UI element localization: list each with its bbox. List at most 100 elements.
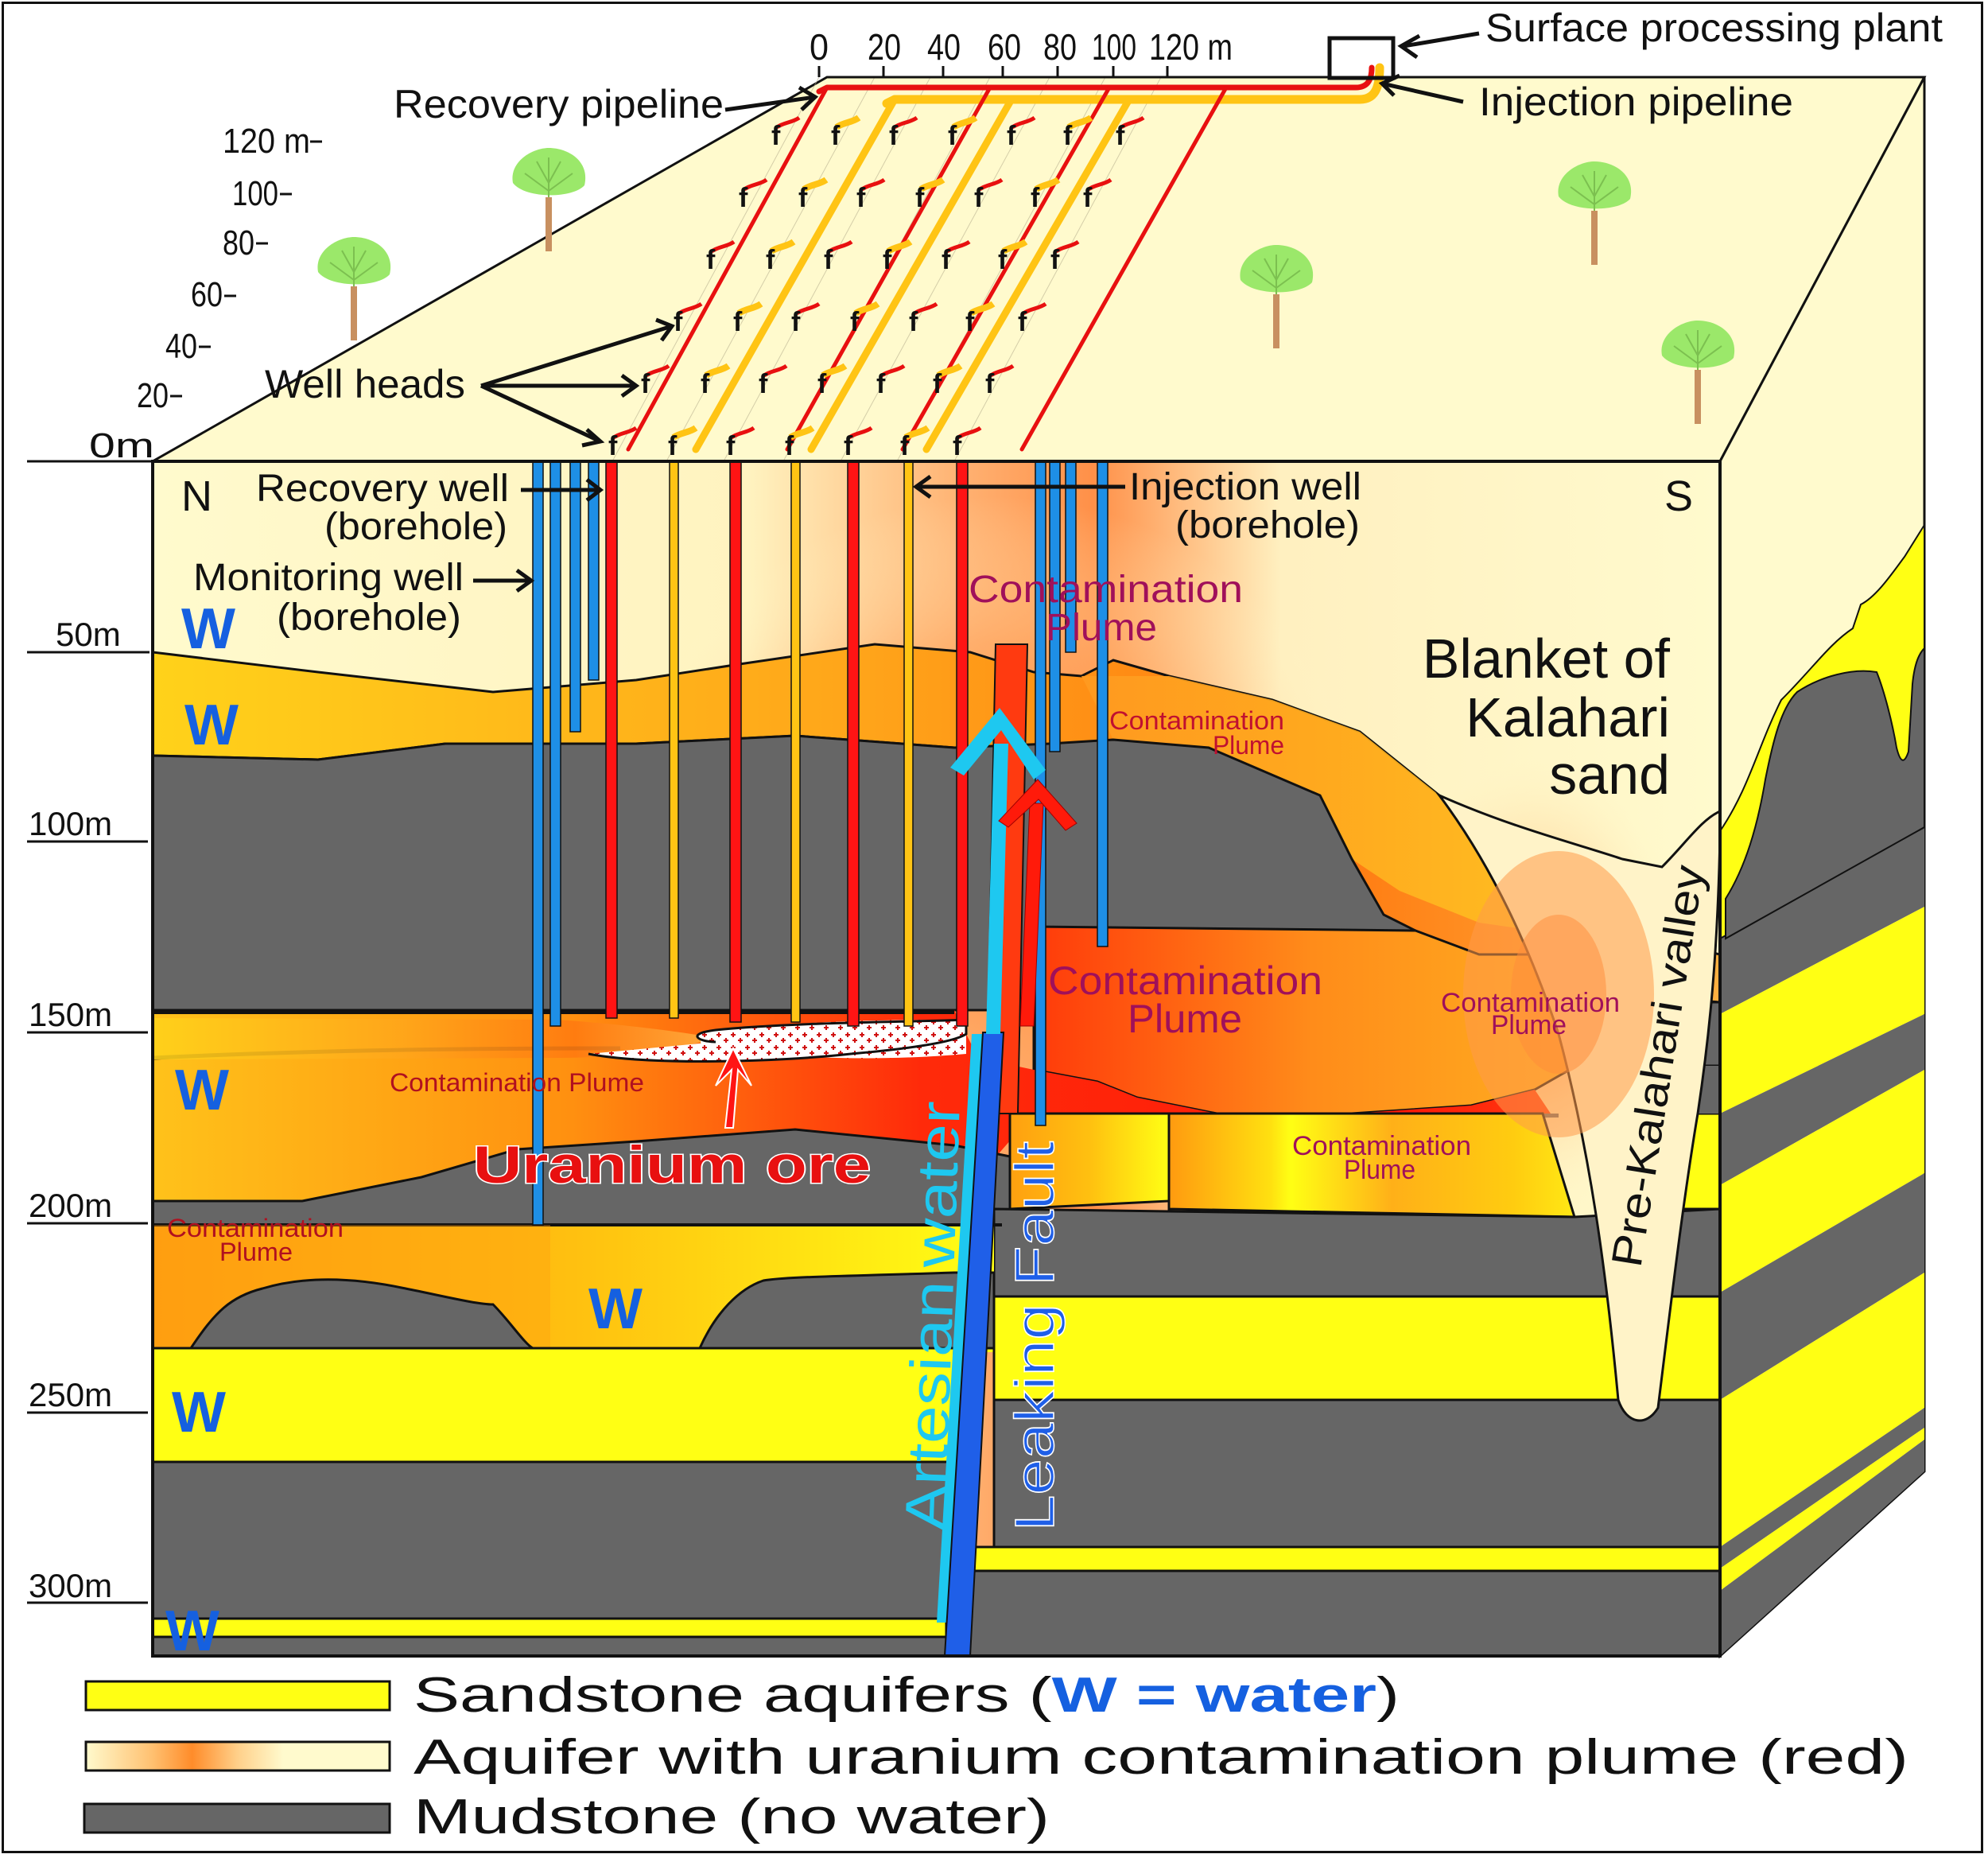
- svg-text:f: f: [933, 369, 942, 399]
- svg-text:f: f: [771, 121, 781, 151]
- side-scale-tick-100: 100: [232, 174, 278, 213]
- injection-pipeline-label: Injection pipeline: [1479, 80, 1793, 124]
- legend-swatch-plume: [84, 1740, 391, 1772]
- ore-leach-arrow: [715, 1046, 752, 1129]
- svg-text:f: f: [668, 431, 678, 461]
- recovery-well-label: Recovery well: [256, 468, 509, 510]
- svg-text:f: f: [733, 307, 743, 337]
- well-head-icon: f: [766, 239, 796, 275]
- artesian-water-label: Artesianwater: [894, 1100, 973, 1531]
- plume-label-valley: Contamination: [1441, 988, 1620, 1018]
- svg-text:f: f: [974, 183, 984, 213]
- legend-swatch-sandstone: [84, 1680, 391, 1712]
- well-head-icon: f: [791, 301, 821, 337]
- svg-text:f: f: [791, 307, 801, 337]
- well-head-icon: f: [953, 426, 982, 461]
- legend-swatch-mudstone: [83, 1802, 391, 1834]
- well-head-icon: f: [1031, 177, 1061, 213]
- tree-icon: [1558, 161, 1632, 265]
- uranium-ore-label: Uranium ore: [473, 1135, 871, 1194]
- top-scale-tick-80: 80: [1043, 26, 1077, 68]
- well-head-icon: f: [1007, 115, 1036, 151]
- side-scale-tick-60: 60: [191, 275, 223, 314]
- well-head-icon: f: [856, 177, 886, 213]
- well-head-icon: f: [641, 363, 670, 399]
- recovery-pipeline-label: Recovery pipeline: [394, 82, 724, 126]
- plume-label-lower-right-2: Plume: [1344, 1155, 1415, 1185]
- north-label: N: [181, 472, 212, 520]
- plume-label-valley-2: Plume: [1491, 1010, 1567, 1040]
- svg-text:f: f: [701, 369, 710, 399]
- water-symbol: W: [588, 1277, 643, 1341]
- depth-tick-150m: 150m: [29, 996, 112, 1033]
- well-head-icon: f: [948, 115, 978, 151]
- svg-text:f: f: [1018, 307, 1027, 337]
- top-scale-tick-100: 100: [1092, 26, 1136, 68]
- svg-text:f: f: [965, 307, 975, 337]
- legend-plume-text: Aquifer with uranium contamination plume…: [414, 1730, 1908, 1785]
- legend-sandstone-label: Sandstone aquifers (: [414, 1668, 1052, 1723]
- tree-icon: [1240, 245, 1314, 348]
- svg-text:f: f: [1050, 245, 1060, 275]
- top-scale-tick-60: 60: [988, 26, 1021, 68]
- depth-tick-100m: 100m: [29, 805, 112, 842]
- side-scale-tick-120: 120 m: [223, 122, 310, 161]
- plume-label-small: Contamination: [1109, 706, 1284, 735]
- right-side-face: [1718, 76, 1926, 1659]
- svg-text:f: f: [831, 121, 841, 151]
- plume-label-ore-layer: Contamination Plume: [390, 1068, 644, 1097]
- annotation-arrows: [473, 31, 1480, 593]
- well-head-icon: f: [608, 426, 638, 461]
- well-head-icon: f: [1050, 239, 1080, 275]
- svg-text:f: f: [674, 307, 683, 337]
- well-head-icon: f: [998, 239, 1028, 275]
- well-head-icon: f: [915, 177, 945, 213]
- svg-text:f: f: [909, 307, 918, 337]
- well-head-icon: f: [759, 363, 788, 399]
- svg-text:f: f: [1031, 183, 1040, 213]
- svg-text:f: f: [900, 431, 910, 461]
- svg-text:f: f: [856, 183, 866, 213]
- svg-text:f: f: [706, 245, 716, 275]
- depth-scale-lines: [27, 460, 153, 1604]
- tree-icon: [317, 237, 391, 340]
- svg-text:f: f: [1063, 121, 1073, 151]
- water-symbol: W: [175, 1059, 229, 1122]
- water-word: water: [903, 1100, 973, 1269]
- well-head-icon: f: [883, 239, 913, 275]
- south-label: S: [1664, 472, 1693, 520]
- well-head-icon: f: [1063, 115, 1093, 151]
- well-heads-label: Well heads: [265, 362, 465, 406]
- depth-tick-200m: 200m: [29, 1187, 112, 1224]
- well-head-icon: f: [942, 239, 971, 275]
- legend-water-highlight: W = water: [1052, 1668, 1376, 1723]
- artesian-water-conduit: [937, 1034, 983, 1623]
- blanket-label-line2: Kalahari: [1466, 686, 1670, 748]
- top-scale-tick-20: 20: [868, 26, 901, 68]
- plume-label-small-2: Plume: [1213, 731, 1284, 760]
- svg-text:f: f: [759, 369, 768, 399]
- well-head-icon: f: [831, 115, 861, 151]
- svg-text:f: f: [726, 431, 736, 461]
- well-head-icon: f: [1116, 115, 1145, 151]
- well-head-icon: f: [1018, 301, 1047, 337]
- well-head-icon: f: [798, 177, 829, 213]
- svg-text:f: f: [998, 245, 1008, 275]
- svg-text:f: f: [1083, 183, 1093, 213]
- well-head-icon: f: [933, 363, 963, 399]
- legend: Sandstone aquifers (W = water) Aquifer w…: [83, 1668, 1908, 1844]
- svg-text:f: f: [739, 183, 748, 213]
- trees: [317, 148, 1735, 424]
- svg-text:f: f: [641, 369, 650, 399]
- pipeline-network: [626, 63, 1384, 453]
- side-scale-tick-40: 40: [165, 327, 197, 366]
- well-head-icon: f: [739, 177, 768, 213]
- svg-text:f: f: [876, 369, 886, 399]
- tree-icon: [1661, 321, 1735, 424]
- well-head-icon: f: [965, 301, 996, 337]
- svg-text:f: f: [824, 245, 833, 275]
- well-head-icon: f: [844, 426, 873, 461]
- svg-text:f: f: [915, 183, 925, 213]
- svg-text:f: f: [844, 431, 853, 461]
